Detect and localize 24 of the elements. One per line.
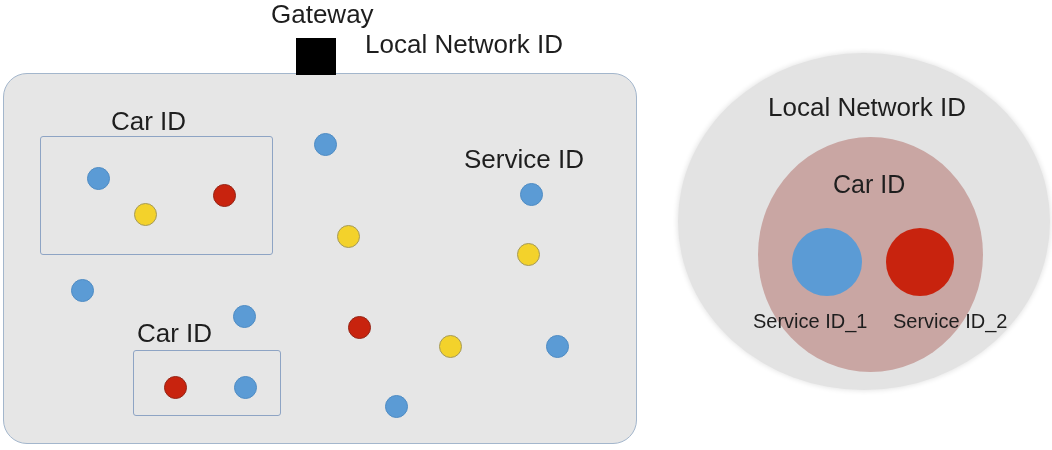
- service-dot: [438, 334, 462, 358]
- service-dot: [516, 242, 540, 266]
- car-label: Car ID: [833, 170, 906, 199]
- service-dot: [347, 315, 371, 339]
- gateway-label: Gateway: [271, 0, 374, 30]
- service-label: Service ID_1: [753, 310, 868, 333]
- network-label: Local Network ID: [365, 30, 563, 60]
- service-dot: [70, 278, 94, 302]
- service-dot: [233, 375, 257, 399]
- service-dot: [313, 132, 337, 156]
- service-dot: [86, 166, 110, 190]
- service-label: Service ID: [464, 145, 584, 175]
- service-dot: [336, 224, 360, 248]
- service-dot: [212, 183, 236, 207]
- service-label: Service ID_2: [893, 310, 1008, 333]
- network-label: Local Network ID: [768, 93, 966, 123]
- car-label: Car ID: [111, 107, 187, 137]
- service-dot: [519, 182, 543, 206]
- service-dot: [384, 394, 408, 418]
- service-dot: [545, 334, 569, 358]
- service-dot: [232, 304, 256, 328]
- car-label: Car ID: [137, 319, 213, 349]
- service-dot: [163, 375, 187, 399]
- service-dot: [133, 202, 157, 226]
